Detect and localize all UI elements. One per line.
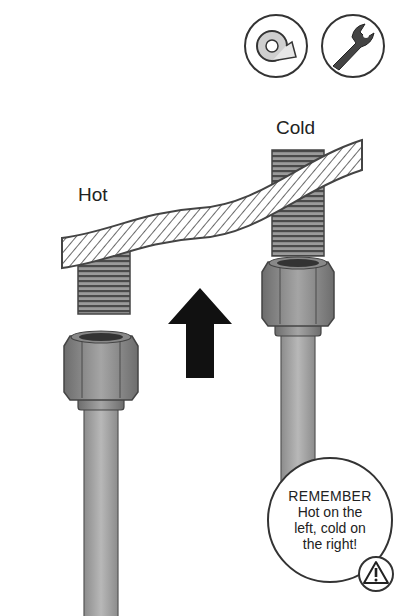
wrench-icon: [322, 15, 384, 77]
countertop: [62, 140, 362, 268]
callout-text: Hot on the left, cold on the right!: [287, 504, 373, 552]
tape-icon: [245, 15, 307, 77]
callout-heading: REMEMBER: [287, 488, 373, 504]
direction-arrow: [168, 288, 232, 378]
hot-hose: [64, 331, 138, 616]
warning-icon: [356, 554, 396, 594]
pipe-label: Cold: [276, 117, 315, 139]
pipe-label: Hot: [78, 184, 108, 206]
